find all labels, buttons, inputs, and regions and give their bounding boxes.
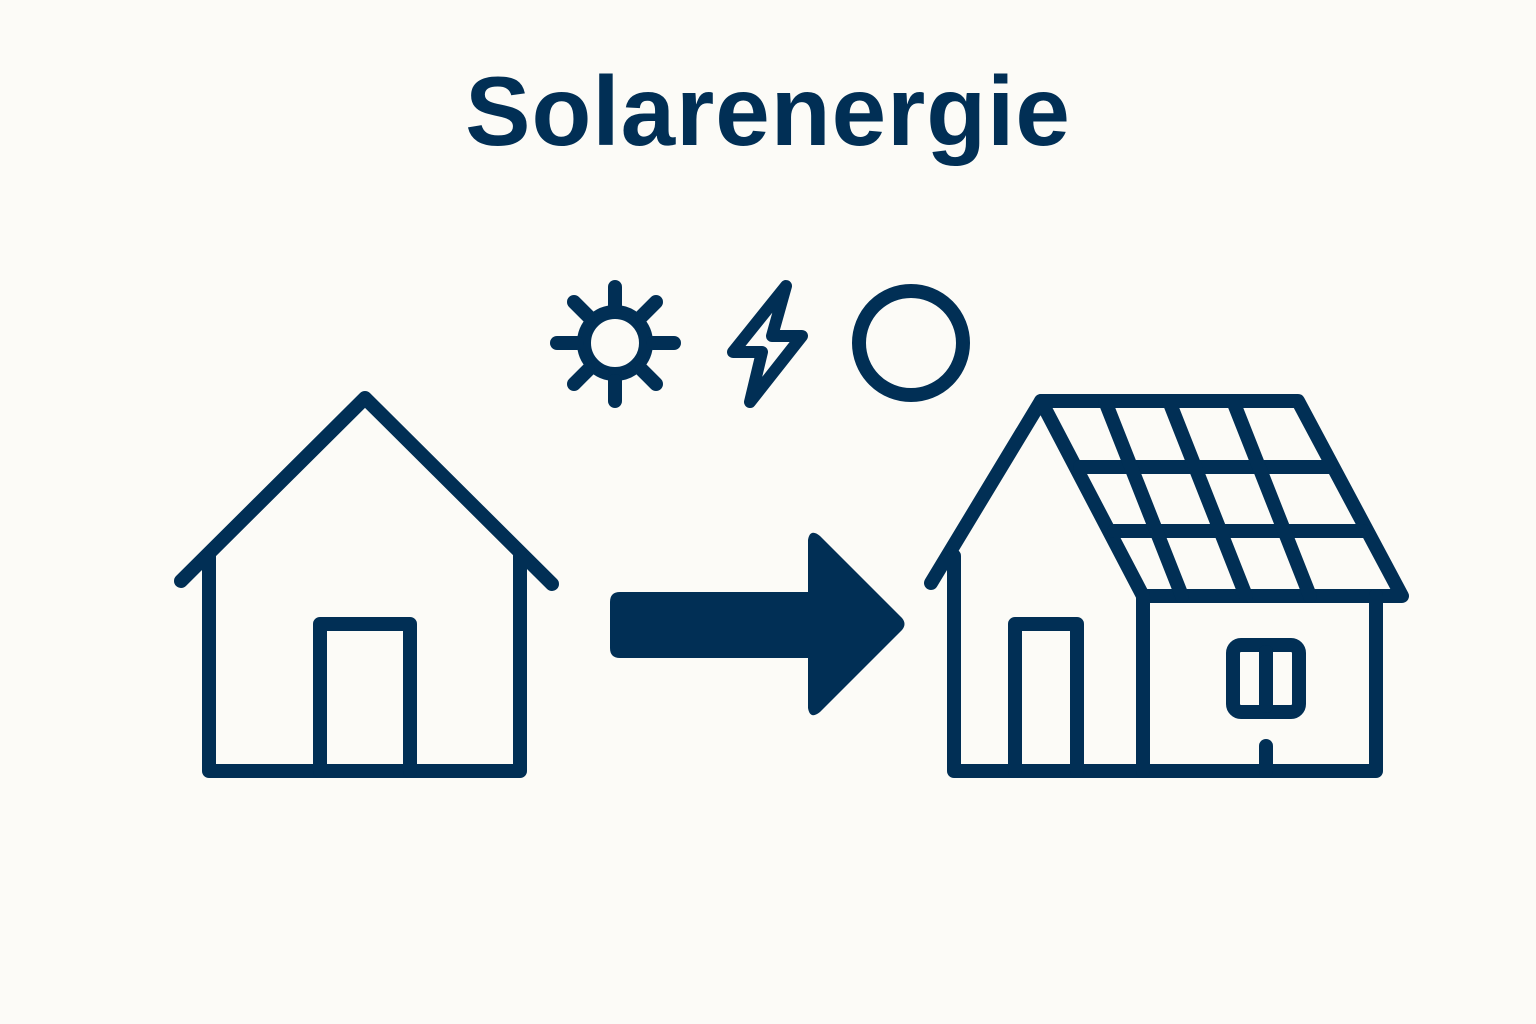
arrow-right-icon bbox=[610, 532, 905, 716]
house-icon bbox=[174, 391, 559, 778]
sun-icon bbox=[550, 280, 681, 408]
page-title: Solarenergie bbox=[465, 56, 1071, 166]
circle-icon bbox=[852, 284, 970, 402]
house-with-solar-panels-icon bbox=[924, 394, 1409, 778]
lightning-bolt-icon bbox=[727, 280, 808, 408]
